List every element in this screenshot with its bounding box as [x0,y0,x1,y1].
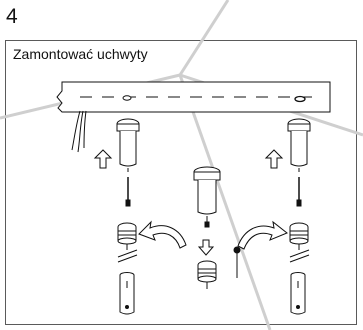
center-anchor [197,260,217,289]
down-arrow-icon [197,239,215,256]
up-arrow-icon [93,149,113,169]
marker-pin [233,246,241,278]
left-mounting-bolt [116,118,140,172]
right-screw [296,177,302,207]
up-arrow-icon [264,149,284,169]
panel-title: Zamontować uchwyty [13,46,148,62]
break-marks [117,249,310,263]
left-screw [125,177,131,207]
left-anchor [117,222,137,250]
step-number: 4 [6,5,18,28]
right-anchor [289,222,309,250]
left-tube [119,272,135,315]
ceiling-slab [56,81,331,153]
right-mounting-bolt [287,118,311,172]
curved-arrow-left-icon [138,220,187,249]
curved-arrow-right-icon [237,220,288,250]
center-mounting-bolt [193,166,221,228]
right-tube [290,272,306,315]
instruction-panel [5,40,357,325]
